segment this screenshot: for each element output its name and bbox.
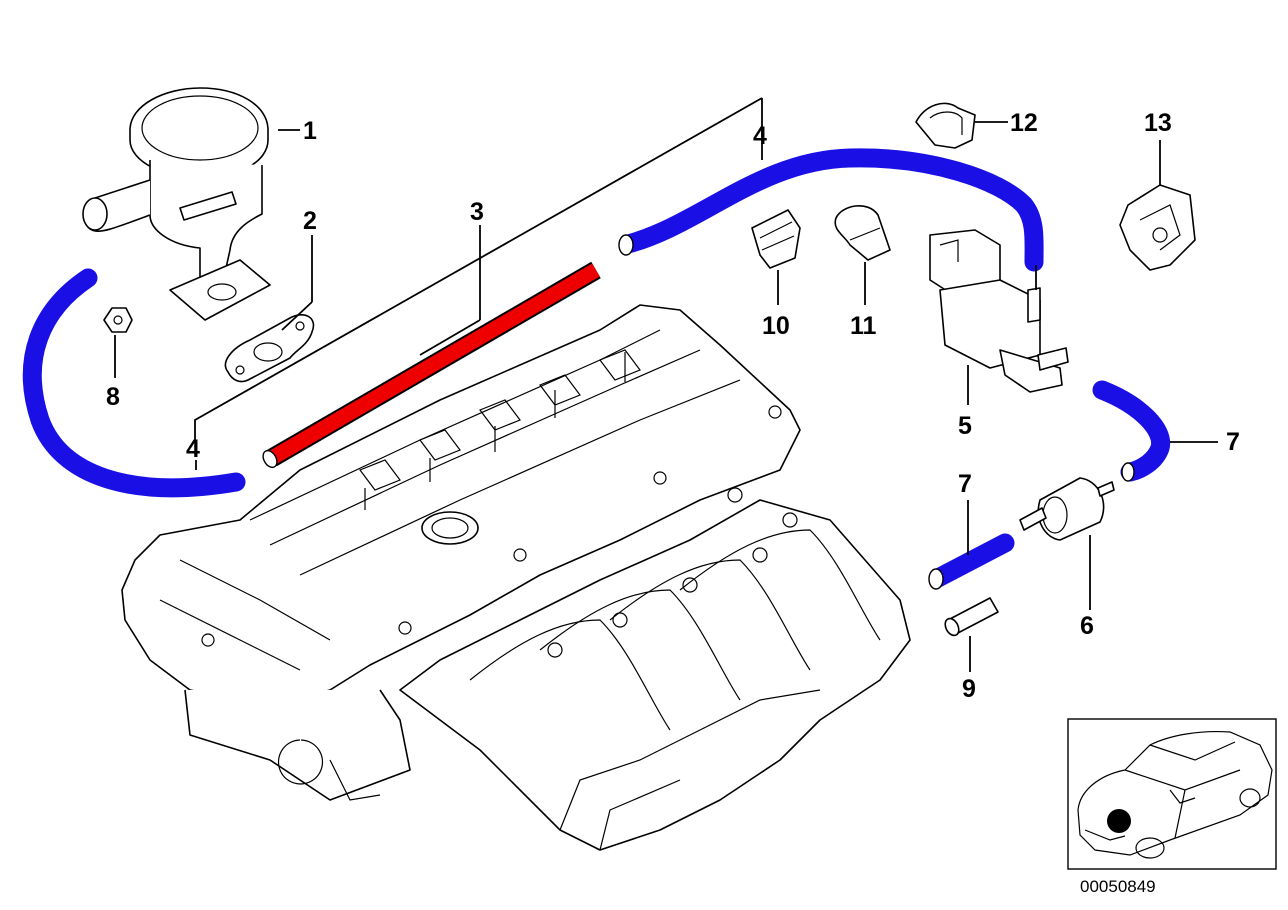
pipe-part-3 — [262, 261, 601, 469]
callout-7-curved: 7 — [1226, 428, 1240, 456]
clamp-part-11 — [834, 205, 891, 261]
hose-part-7-curved — [1092, 380, 1171, 482]
hex-nut — [103, 307, 133, 333]
filter-part-6 — [1019, 477, 1115, 541]
callout-1: 1 — [303, 117, 317, 145]
callout-10: 10 — [762, 312, 790, 340]
callout-9: 9 — [962, 675, 976, 703]
solenoid-valve-part-5 — [929, 229, 1069, 393]
clip-part-10 — [751, 209, 801, 269]
diagram-id-number: 00050849 — [1080, 877, 1156, 896]
hose-part-7-straight — [928, 533, 1015, 590]
callout-13: 13 — [1144, 109, 1172, 137]
hose-part-4-right — [618, 148, 1044, 272]
callout-3: 3 — [470, 198, 484, 226]
callout-4-top: 4 — [753, 122, 767, 150]
leader-lines — [114, 97, 1218, 672]
secondary-air-valve — [82, 87, 271, 321]
callout-7-straight: 7 — [958, 470, 972, 498]
sleeve-part-9 — [944, 597, 999, 637]
hose-part-4-left — [22, 268, 246, 498]
holder-part-13 — [1119, 184, 1196, 271]
callout-2: 2 — [303, 207, 317, 235]
callout-labels: 1 2 3 4 4 5 6 7 7 8 9 10 11 12 13 — [106, 109, 1240, 703]
clamp-part-12 — [915, 102, 976, 149]
callout-6: 6 — [1080, 612, 1094, 640]
car-outline-icon — [1077, 731, 1273, 859]
callout-11: 11 — [850, 312, 877, 340]
location-marker — [1107, 809, 1131, 833]
callout-8: 8 — [106, 383, 120, 411]
engine-assembly — [121, 304, 911, 851]
gasket — [224, 314, 315, 383]
callout-4-bottom: 4 — [186, 435, 200, 463]
vehicle-locator-thumbnail — [1067, 718, 1277, 870]
callout-12: 12 — [1010, 109, 1038, 137]
callout-5: 5 — [958, 412, 972, 440]
